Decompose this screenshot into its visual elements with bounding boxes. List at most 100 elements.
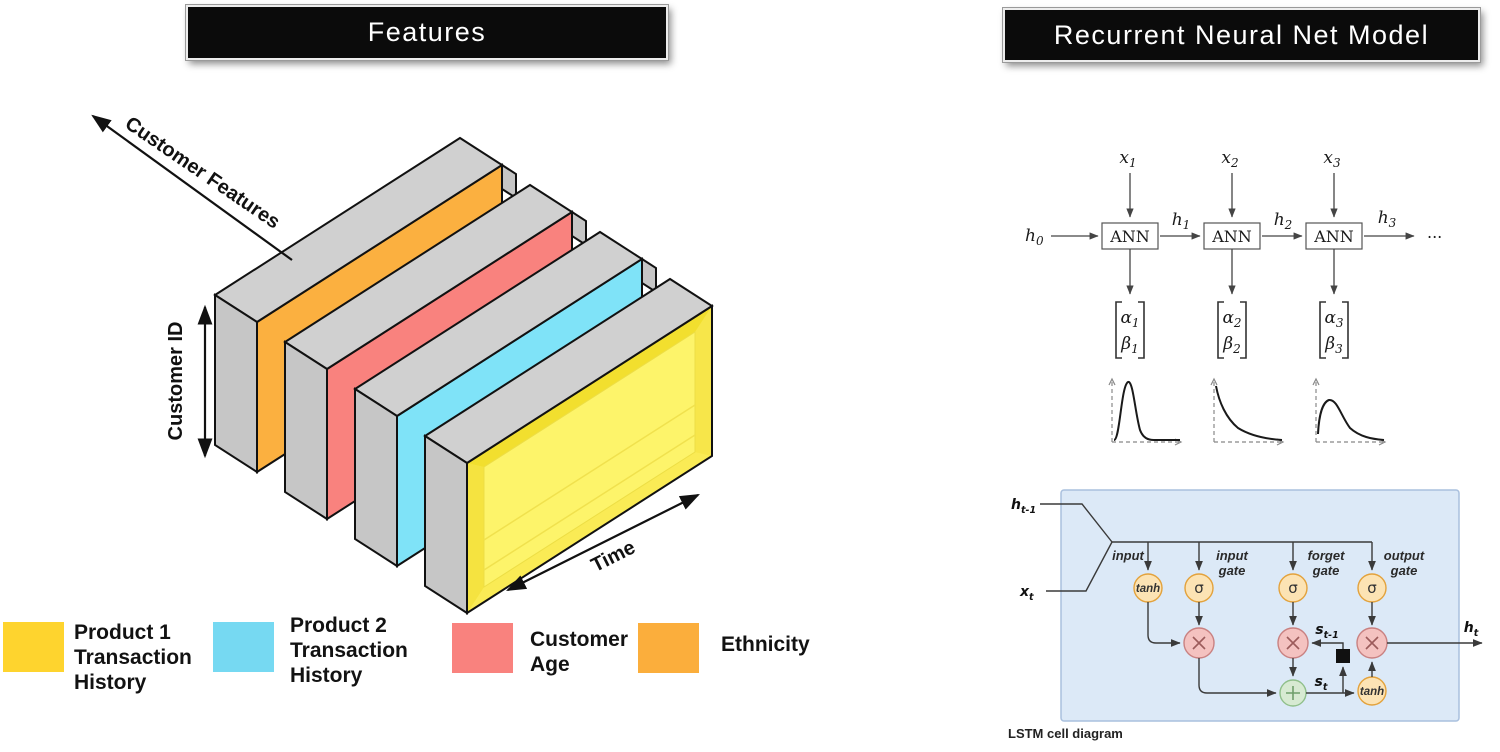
svg-text:output: output — [1384, 548, 1425, 563]
rnn-vector-brackets-3 — [1319, 301, 1349, 359]
slab-product2-end-cap — [641, 257, 657, 294]
slab-customer-age-front-face — [284, 340, 328, 521]
wire-delay-to-mul2 — [1311, 639, 1344, 649]
customer-features-axis-arrow — [91, 114, 293, 261]
rnn-title-box: Recurrent Neural Net Model — [1002, 7, 1481, 63]
svg-text:input: input — [1216, 548, 1248, 563]
features-title-box: Features — [185, 4, 669, 61]
lstm-tanh2-node-label: tanh — [1360, 686, 1384, 698]
lstm-st-label: st — [1315, 674, 1328, 693]
rnn-unrolled-diagram: x1 x2 x3 h0 ANN h1 ANN h2 ANN h3 ... — [1005, 137, 1480, 465]
multiply-x-glyph — [1286, 636, 1300, 650]
lstm-multiply-forget-node — [1277, 627, 1309, 659]
rnn-cells: h0 ANN h1 ANN h2 ANN h3 ... — [1025, 208, 1442, 250]
time-axis-label: Time — [588, 536, 639, 576]
legend-label-product1: Product 1 Transaction History — [74, 621, 192, 694]
legend-label-ethnicity: Ethnicity — [721, 633, 810, 656]
lstm-cell-diagram: ht-1 xt input input gate forget gate out… — [1008, 489, 1483, 741]
plot2-axes — [1213, 382, 1282, 443]
plus-glyph — [1286, 686, 1300, 700]
rnn-vector-brackets-1 — [1115, 301, 1145, 359]
rnn-ann-label-3: ANN — [1313, 227, 1354, 246]
wire-tanh-to-mul1 — [1147, 602, 1181, 647]
multiply-x-glyph — [1365, 636, 1379, 650]
rnn-h0-label: h0 — [1025, 226, 1044, 248]
rnn-ann-label-2: ANN — [1211, 227, 1252, 246]
lstm-sigma-forget-label: σ — [1288, 579, 1298, 597]
lstm-sigma-output-label: σ — [1367, 579, 1377, 597]
lstm-add-node — [1279, 679, 1307, 707]
plot3-curve — [1317, 399, 1385, 441]
rnn-ann-label-1: ANN — [1109, 227, 1150, 246]
legend-label-product2: Product 2 Transaction History — [290, 614, 408, 687]
features-title: Features — [367, 17, 487, 47]
multiply-x-glyph — [1192, 636, 1206, 650]
slab-product1-bevel-right — [695, 306, 712, 456]
legend-label-customer-age: Customer Age — [530, 628, 629, 676]
customer-id-axis-label: Customer ID — [165, 322, 187, 441]
rnn-dist-plot-2 — [1210, 377, 1285, 446]
rnn-ann-box-2 — [1203, 222, 1261, 250]
rnn-panel — [1005, 137, 1480, 465]
rnn-h2-label: h2 — [1274, 210, 1293, 232]
lstm-xt-label: xt — [1019, 584, 1034, 603]
legend-swatch-customer-age — [452, 623, 513, 673]
plot1-axes — [1111, 382, 1180, 443]
rnn-alpha1: α1 — [1120, 308, 1139, 330]
slab-customer-age-end-cap — [571, 210, 587, 247]
rnn-dots: ... — [1427, 223, 1442, 242]
svg-text:gate: gate — [1390, 563, 1418, 578]
legend-swatch-ethnicity — [638, 623, 699, 673]
rnn-x1-label: x1 — [1119, 148, 1136, 170]
rnn-h3-label: h3 — [1378, 208, 1397, 230]
plot3-axes — [1315, 382, 1384, 443]
svg-text:gate: gate — [1312, 563, 1340, 578]
lstm-sprev-label: st-1 — [1315, 622, 1338, 641]
rnn-dist-plot-1 — [1108, 377, 1183, 446]
customer-features-axis-label: Customer Features — [121, 113, 284, 234]
lstm-label-input: input — [1112, 548, 1144, 563]
slab-ethnicity-front-face — [214, 293, 258, 474]
lstm-delay-square — [1336, 649, 1350, 663]
svg-text:gate: gate — [1218, 563, 1246, 578]
legend-swatch-product1 — [3, 622, 64, 672]
rnn-alpha2: α2 — [1222, 308, 1241, 330]
feature-tensor-diagram: Customer Features Customer ID Time — [91, 113, 714, 615]
lstm-tanh-node-label: tanh — [1136, 583, 1160, 595]
rnn-x2-label: x2 — [1221, 148, 1238, 170]
lstm-xt-line — [1046, 541, 1113, 592]
lstm-sigma-input-label: σ — [1194, 579, 1204, 597]
legend-swatch-product2 — [213, 622, 274, 672]
rnn-title: Recurrent Neural Net Model — [1053, 19, 1430, 50]
time-axis-arrow — [506, 494, 700, 591]
lstm-ht-label: ht — [1464, 620, 1479, 639]
rnn-beta2: β2 — [1222, 334, 1240, 356]
slab-product1-bevel-left — [467, 463, 484, 613]
lstm-multiply-output-node — [1356, 627, 1388, 659]
lstm-label-forget-gate: forget gate — [1308, 548, 1346, 578]
rnn-beta1: β1 — [1120, 334, 1138, 356]
rnn-alpha3: α3 — [1324, 308, 1343, 330]
lstm-caption: LSTM cell diagram — [1008, 726, 1123, 741]
lstm-label-input-gate: input gate — [1216, 548, 1248, 578]
lstm-multiply-input-node — [1183, 627, 1215, 659]
slab-product2-front-face — [354, 387, 398, 568]
rnn-dist-plot-3 — [1312, 377, 1387, 446]
lstm-hprev-label: ht-1 — [1011, 497, 1036, 516]
rnn-beta3: β3 — [1324, 334, 1343, 356]
slab-ethnicity-end-cap — [501, 163, 517, 200]
lstm-panel — [1060, 489, 1460, 722]
lstm-label-output-gate: output gate — [1384, 548, 1425, 578]
svg-text:forget: forget — [1308, 548, 1346, 563]
lstm-hprev-line — [1040, 503, 1113, 543]
wire-mul1-to-add — [1198, 658, 1277, 697]
rnn-vector-brackets-2 — [1217, 301, 1247, 359]
rnn-x3-label: x3 — [1323, 148, 1341, 170]
plot1-curve — [1113, 380, 1180, 441]
plot2-curve — [1215, 385, 1283, 441]
rnn-output-vectors: α1 β1 α2 β2 α3 β3 — [1115, 249, 1349, 359]
rnn-ann-box-3 — [1305, 222, 1363, 250]
slab-product1-front-face — [424, 434, 468, 615]
rnn-h1-label: h1 — [1172, 210, 1191, 232]
